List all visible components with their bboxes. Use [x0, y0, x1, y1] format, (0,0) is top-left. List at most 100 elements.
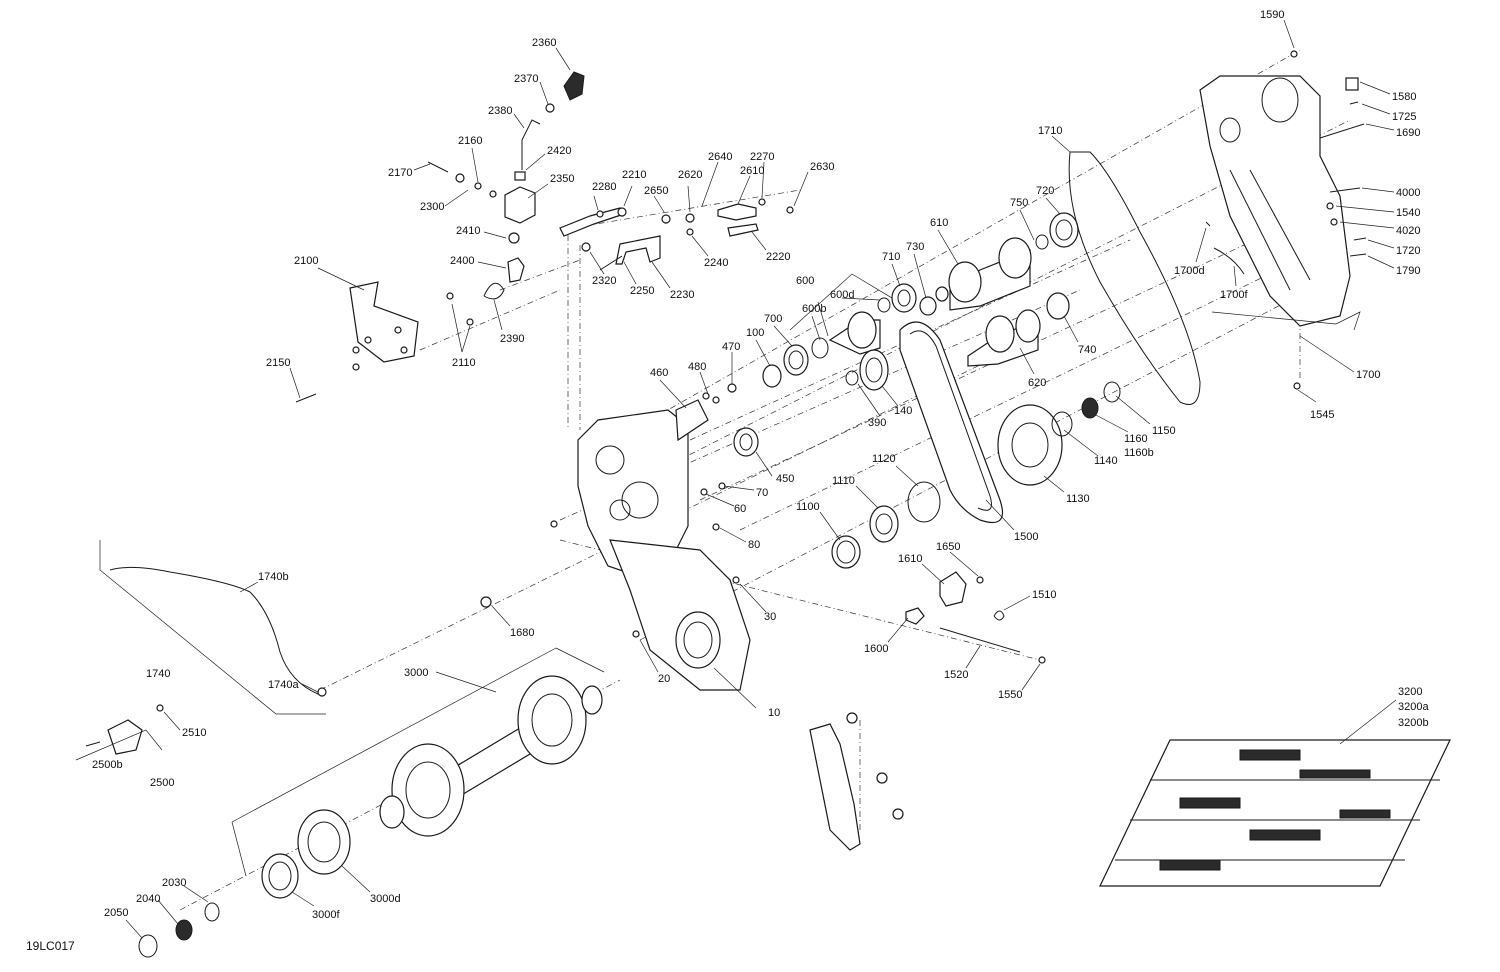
- callout-4000: 4000: [1396, 187, 1420, 199]
- callout-1610: 1610: [898, 553, 922, 565]
- callout-1790: 1790: [1396, 265, 1420, 277]
- callout-2230: 2230: [670, 289, 694, 301]
- callout-480: 480: [688, 361, 706, 373]
- callout-labels: 2360 2370 2380 2420 2160 2170 2300 2350 …: [92, 9, 1429, 921]
- callout-610: 610: [930, 217, 948, 229]
- callout-470: 470: [722, 341, 740, 353]
- callout-1720: 1720: [1396, 245, 1420, 257]
- callout-390: 390: [868, 417, 886, 429]
- outer-case: [1199, 50, 1367, 390]
- callout-70: 70: [756, 487, 768, 499]
- callout-2300: 2300: [420, 201, 444, 213]
- callout-2500: 2500: [150, 777, 174, 789]
- callout-1545: 1545: [1310, 409, 1334, 421]
- callout-2320: 2320: [592, 275, 616, 287]
- callout-3200b: 3200b: [1398, 717, 1429, 729]
- callout-10: 10: [768, 707, 780, 719]
- callout-1580: 1580: [1392, 91, 1416, 103]
- callout-20: 20: [658, 673, 670, 685]
- callout-1540: 1540: [1396, 207, 1420, 219]
- callout-2030: 2030: [162, 877, 186, 889]
- callout-2280: 2280: [592, 181, 616, 193]
- mounting-plate: [809, 712, 904, 851]
- callout-2100: 2100: [294, 255, 318, 267]
- callout-2390: 2390: [500, 333, 524, 345]
- callout-2210: 2210: [622, 169, 646, 181]
- callout-1700: 1700: [1356, 369, 1380, 381]
- callout-1150: 1150: [1152, 425, 1176, 437]
- callout-1550: 1550: [998, 689, 1022, 701]
- callout-700: 700: [764, 313, 782, 325]
- drive-belt: [899, 321, 1004, 524]
- callout-2610: 2610: [740, 165, 764, 177]
- callout-1510: 1510: [1032, 589, 1056, 601]
- callout-620: 620: [1028, 377, 1046, 389]
- callout-80: 80: [748, 539, 760, 551]
- callout-3200: 3200: [1398, 686, 1422, 698]
- callout-1160: 1160: [1124, 433, 1148, 445]
- group-frames: [75, 273, 1361, 877]
- callout-30: 30: [764, 611, 776, 623]
- callout-450: 450: [776, 473, 794, 485]
- callout-4020: 4020: [1396, 225, 1420, 237]
- callout-460: 460: [650, 367, 668, 379]
- callout-2510: 2510: [182, 727, 206, 739]
- callout-2110: 2110: [452, 357, 476, 369]
- callout-600: 600: [796, 275, 814, 287]
- callout-740: 740: [1078, 344, 1096, 356]
- gasket-1710: [1068, 151, 1201, 405]
- callout-3000f: 3000f: [312, 909, 340, 921]
- tube-1740: [109, 566, 492, 697]
- callout-3200a: 3200a: [1398, 701, 1429, 713]
- callout-2500b: 2500b: [92, 759, 123, 771]
- gear-train: [733, 212, 1121, 569]
- bracket-2100: [295, 281, 474, 403]
- callout-1740b: 1740b: [258, 571, 289, 583]
- shift-fork-group: [905, 571, 1046, 664]
- callout-2040: 2040: [136, 893, 160, 905]
- callout-2050: 2050: [104, 907, 128, 919]
- track-3200: [1099, 739, 1451, 887]
- callout-140: 140: [894, 405, 912, 417]
- callout-1160b: 1160b: [1124, 447, 1154, 459]
- callout-1520: 1520: [944, 669, 968, 681]
- callout-2380: 2380: [488, 105, 512, 117]
- leader-lines: [125, 19, 1397, 939]
- callout-1120: 1120: [872, 453, 896, 465]
- callout-750: 750: [1010, 197, 1028, 209]
- callout-1740a: 1740a: [268, 679, 299, 691]
- callout-2220: 2220: [766, 251, 790, 263]
- callout-2650: 2650: [644, 185, 668, 197]
- callout-1590: 1590: [1260, 9, 1284, 21]
- callout-3000d: 3000d: [370, 893, 401, 905]
- callout-600d: 600d: [830, 289, 854, 301]
- callout-1130: 1130: [1066, 493, 1090, 505]
- callout-600b: 600b: [802, 303, 826, 315]
- callout-720: 720: [1036, 185, 1054, 197]
- bracket-2500: [85, 704, 164, 755]
- figure-id: 19LC017: [26, 939, 75, 953]
- callout-2160: 2160: [458, 135, 482, 147]
- callout-2630: 2630: [810, 161, 834, 173]
- callout-2620: 2620: [678, 169, 702, 181]
- callout-1500: 1500: [1014, 531, 1038, 543]
- callout-1700f: 1700f: [1220, 289, 1248, 301]
- callout-2370: 2370: [514, 73, 538, 85]
- callout-2150: 2150: [266, 357, 290, 369]
- callout-2240: 2240: [704, 257, 728, 269]
- callout-1110: 1110: [832, 475, 855, 487]
- callout-2170: 2170: [388, 167, 412, 179]
- callout-2400: 2400: [450, 255, 474, 267]
- callout-1700d: 1700d: [1174, 265, 1205, 277]
- callout-1100: 1100: [796, 501, 820, 513]
- callout-1690: 1690: [1396, 127, 1420, 139]
- callout-1680: 1680: [510, 627, 534, 639]
- callout-730: 730: [906, 241, 924, 253]
- callout-1650: 1650: [936, 541, 960, 553]
- callout-60: 60: [734, 503, 746, 515]
- drive-shaft-3000: [138, 675, 603, 958]
- callout-2640: 2640: [708, 151, 732, 163]
- callout-3000: 3000: [404, 667, 428, 679]
